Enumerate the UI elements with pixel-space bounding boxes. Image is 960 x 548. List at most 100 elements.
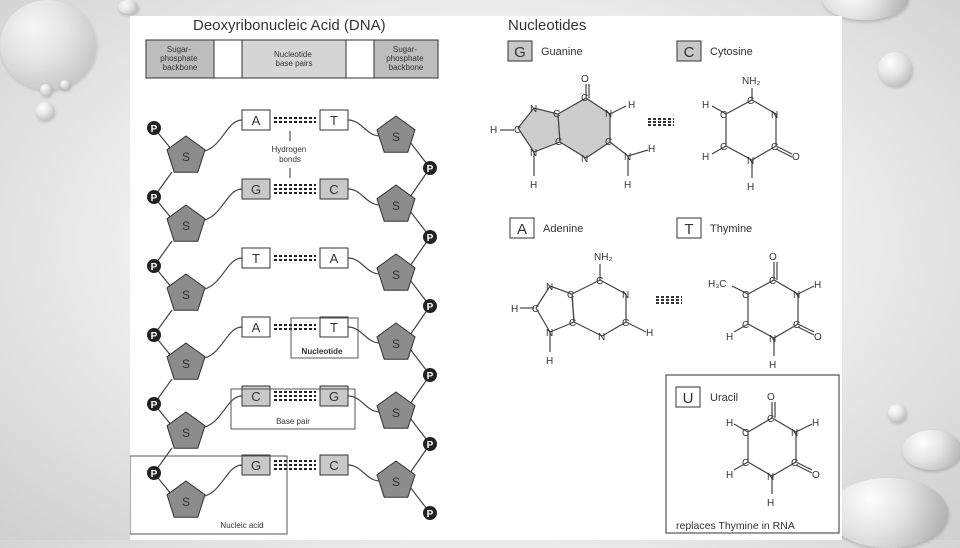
svg-text:A: A [517,221,527,238]
svg-text:S: S [182,495,190,509]
phosphate-left: P [147,328,161,342]
nucleotides-title: Nucleotides [508,17,586,34]
phosphate-right: P [423,230,437,244]
svg-text:P: P [427,302,434,313]
svg-text:G: G [251,458,261,473]
svg-text:S: S [182,357,190,371]
uracil-name: Uracil [710,392,738,404]
svg-text:H: H [726,418,733,429]
guanine-cytosine-hbonds [647,118,675,126]
thymine-label: T Thymine [676,217,752,239]
svg-text:H: H [702,100,709,111]
uracil-structure: O H C C N H C O C H N H [726,392,820,509]
structure-legend: Sugar- phosphate backbone Nucleotide bas… [145,39,439,79]
base-left: C [241,385,271,407]
uracil-panel: U Uracil replaces Thymine in RNA O H C C… [665,374,840,534]
svg-text:S: S [182,426,190,440]
phosphate-right: P [423,161,437,175]
svg-text:H: H [511,304,518,315]
svg-text:C: C [747,96,754,107]
hydrogen-bond-dashes [274,391,316,401]
sugar-left: S [166,411,206,449]
uracil-note: replaces Thymine in RNA [676,520,795,532]
svg-text:C: C [771,142,778,153]
base-right: C [319,454,349,476]
svg-text:N: N [767,472,774,483]
svg-text:O: O [814,332,822,343]
svg-text:G: G [329,389,339,404]
svg-text:O: O [769,252,777,263]
base-right: T [319,316,349,338]
svg-text:H: H [726,332,733,343]
svg-text:P: P [151,331,158,342]
svg-text:A: A [330,251,339,266]
svg-text:O: O [767,392,775,403]
svg-text:N: N [598,332,605,343]
diagram-panel: Deoxyribonucleic Acid (DNA) Nucleotides … [130,16,842,540]
svg-text:N: N [581,154,588,165]
svg-text:N: N [605,109,612,120]
water-drop [822,0,908,20]
svg-text:C: C [329,458,338,473]
svg-text:C: C [742,428,749,439]
base-left: G [241,454,271,476]
svg-text:S: S [392,337,400,351]
svg-text:C: C [514,125,521,136]
svg-text:S: S [182,288,190,302]
svg-text:Nucleotide: Nucleotide [302,347,343,356]
nucleic-acid-callout: Nucleic acid [130,455,288,535]
svg-text:H: H [747,182,754,193]
base-left: A [241,109,271,131]
svg-text:Nucleic acid: Nucleic acid [220,521,263,530]
svg-text:C: C [791,458,798,469]
svg-text:N: N [771,110,778,121]
svg-text:H: H [624,180,631,191]
svg-text:O: O [581,74,589,85]
svg-text:P: P [427,233,434,244]
sugar-right: S [376,322,416,360]
svg-text:C: C [555,137,562,148]
backbone-strands [153,119,431,514]
svg-text:C: C [567,290,574,301]
svg-text:H: H [814,280,821,291]
phosphate-left: P [147,121,161,135]
cytosine-structure: NH₂ C H C C H N C O N H [702,76,800,193]
sugar-left: S [166,135,206,173]
cytosine-label: C Cytosine [676,40,753,62]
base-right: T [319,109,349,131]
base-pair-callout: Base pair [230,388,356,430]
svg-text:NH₂: NH₂ [742,76,760,87]
svg-text:H: H [546,356,553,367]
legend-left-backbone: Sugar- phosphate backbone [160,45,200,72]
svg-text:C: C [569,318,576,329]
svg-text:S: S [392,130,400,144]
sugar-left: S [166,204,206,242]
svg-text:P: P [427,509,434,520]
adenine-thymine-hbonds [655,296,683,304]
svg-text:H: H [648,144,655,155]
water-drop [902,430,960,470]
phosphate-left: P [147,190,161,204]
svg-text:N: N [747,156,754,167]
uracil-letter: U [683,390,694,407]
guanine-structure: O N C C N H C N C N C H N H H H [490,74,655,191]
adenine-label: A Adenine [509,217,583,239]
base-right: A [319,247,349,269]
sugar-right: S [376,253,416,291]
svg-text:C: C [684,44,695,61]
hydrogen-bond-dashes [274,324,316,330]
sugar-left: S [166,273,206,311]
svg-text:C: C [769,276,776,287]
svg-text:C: C [329,182,338,197]
svg-text:N: N [622,290,629,301]
svg-text:C: C [742,458,749,469]
phosphate-left: P [147,259,161,273]
svg-text:C: C [742,320,749,331]
svg-text:C: C [581,93,588,104]
svg-text:P: P [151,262,158,273]
